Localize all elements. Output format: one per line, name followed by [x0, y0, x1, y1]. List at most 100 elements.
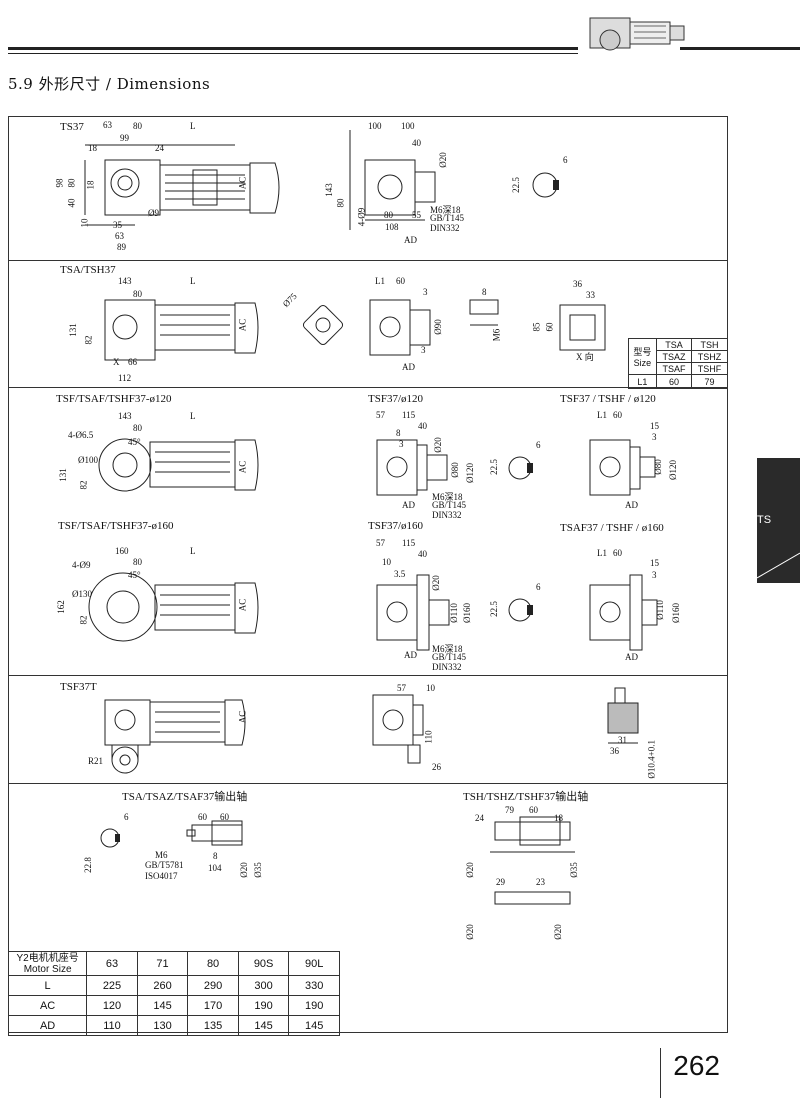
tsa37-dim-AC: AC: [237, 318, 248, 332]
tsf37-160-dim-57: 57: [376, 538, 385, 548]
tsf37-120-key-drawing: [502, 450, 533, 490]
tsa37-x-dim-85: 85: [531, 322, 542, 332]
tsa37-x-dim-36: 36: [573, 279, 582, 289]
type-table-col1b: TSAZ: [655, 350, 693, 363]
motor-cell: 330: [288, 975, 340, 996]
tsf37-120-note-m6: M6深18: [432, 492, 463, 502]
tsa37-flange-drawing: [298, 300, 348, 350]
output-right-dim-18: 18: [554, 813, 563, 823]
tsaf37-160-dim-3: 3: [652, 570, 657, 580]
header-rule-bottom: [8, 53, 578, 54]
output-right-dim-24: 24: [475, 813, 484, 823]
motor-cell: 290: [187, 975, 239, 996]
tsf37-120-dim-d20: Ø20: [432, 437, 443, 453]
tsf37t-dim-10: 10: [426, 683, 435, 693]
output-left-dim-22.8: 22.8: [82, 857, 93, 873]
ts37-key-drawing: [525, 165, 559, 205]
tsf37t-dim-26: 26: [432, 762, 441, 772]
row-divider-2: [8, 387, 728, 388]
tsf37hf-120-label: TSF37 / TSHF / ø120: [560, 393, 656, 405]
tsf37-160-key-6: 6: [536, 582, 541, 592]
tsf37-160-note-m6: M6深18: [432, 644, 463, 654]
output-right-dim-60: 60: [529, 805, 538, 815]
tsf160-dim-4d9: 4-Ø9: [72, 560, 91, 570]
ts37-side-dim-d20: Ø20: [437, 152, 448, 168]
header-rule-right: [680, 47, 800, 50]
tsa37-dim-80: 80: [133, 289, 142, 299]
tsa37-side-dim-3: 3: [423, 287, 428, 297]
tsa37-dim-131: 131: [67, 323, 78, 337]
motor-cell: 130: [136, 1015, 189, 1036]
tsf37hf-120-dim-d120: Ø120: [668, 460, 678, 480]
output-left-dim-d20: Ø20: [238, 862, 249, 878]
motor-size-71: 71: [136, 951, 189, 976]
ts37-dim-80: 80: [133, 121, 142, 131]
output-right-dim-d20a: Ø20: [464, 862, 475, 878]
tsf37hf-120-dim-d80: Ø80: [652, 459, 663, 475]
page-number: 262: [673, 1050, 720, 1081]
tsf120-dim-d100: Ø100: [78, 455, 98, 465]
tsa37-dim-L: L: [190, 276, 196, 286]
tsa37-side-dim-60: 60: [396, 276, 405, 286]
ts37-note-gb: GB/T145: [430, 213, 465, 223]
ts37-dim-18: 18: [88, 143, 97, 153]
motor-row-label-AD: AD: [7, 1015, 88, 1036]
motor-row-label-AC: AC: [7, 995, 88, 1016]
motor-size-63: 63: [86, 951, 138, 976]
tsf120-dim-80: 80: [133, 423, 142, 433]
ts37-key-dim-6: 6: [563, 155, 568, 165]
ts37-side-dim-80: 80: [335, 198, 346, 208]
tsa37-shaft-drawing: [465, 295, 505, 335]
ts37-side-dim-4d9: 4-Ø9: [356, 207, 367, 227]
tsaf37-160-dim-60: 60: [613, 548, 622, 558]
tsa37-dim-112: 112: [118, 373, 132, 383]
tsf120-dim-45: 45°: [128, 437, 141, 447]
output-left-dim-60b: 60: [220, 812, 229, 822]
ts37-dim-98: 98: [54, 178, 65, 188]
tsa37-dim-66: 66: [128, 357, 137, 367]
ts37-side-dim-108: 108: [385, 222, 399, 232]
motor-cell: 225: [86, 975, 138, 996]
tsaf37-160-dim-d160: Ø160: [671, 603, 681, 623]
motor-cell: 190: [288, 995, 340, 1016]
tsf37-160-dim-d110: Ø110: [448, 603, 459, 623]
motor-cell: 300: [237, 975, 290, 996]
ts37-dim-18b: 18: [85, 180, 96, 190]
output-left-dim-iso: ISO4017: [145, 871, 178, 881]
tsf37-160-dim-40: 40: [418, 549, 427, 559]
ts37-side-dim-80b: 80: [384, 210, 393, 220]
type-table-val1: 60: [655, 374, 693, 389]
type-table-col1a: TSA: [655, 338, 693, 351]
tsaf37-160-side-drawing: [585, 570, 675, 660]
output-right-dim-d20b: Ø20: [464, 924, 475, 940]
ts37-dim-40: 40: [66, 198, 77, 208]
ts37-side-dim-100a: 100: [368, 121, 382, 131]
tsf37t-dim-31: 31: [618, 735, 627, 745]
tsa37-label: TSA/TSH37: [60, 264, 116, 276]
tsf37-120-dim-115: 115: [402, 410, 416, 420]
tsf120-dim-131: 131: [57, 468, 68, 482]
ts37-key-dim-22.5: 22.5: [510, 177, 521, 193]
motor-cell: 110: [86, 1015, 138, 1036]
ts37-dim-89: 89: [117, 242, 126, 252]
tsf37-160-dim-115: 115: [402, 538, 416, 548]
tsf37t-bushing-drawing: [605, 688, 645, 758]
header-gearbox-image: [582, 8, 692, 58]
output-left-dim-60a: 60: [198, 812, 207, 822]
output-left-dim-6: 6: [124, 812, 129, 822]
ts37-dim-99: 99: [120, 133, 129, 143]
ts37-dim-L: L: [190, 121, 196, 131]
page-number-rule: [660, 1048, 661, 1098]
tsf37-120-dim-3: 3: [399, 439, 404, 449]
tsf37-120-key-22.5: 22.5: [488, 459, 499, 475]
tsf37-120-note-gb: GB/T145: [432, 500, 467, 510]
tsf37-120-key-6: 6: [536, 440, 541, 450]
output-left-dim-M6: M6: [155, 850, 168, 860]
tsf37-160-dim-d160: Ø160: [462, 603, 472, 623]
output-right-dim-79: 79: [505, 805, 514, 815]
tsf120-dim-4d65: 4-Ø6.5: [68, 430, 94, 440]
tsa37-side-dim-3b: 3: [421, 345, 426, 355]
row-divider-1: [8, 260, 728, 261]
tsa37-dim-143: 143: [118, 276, 132, 286]
